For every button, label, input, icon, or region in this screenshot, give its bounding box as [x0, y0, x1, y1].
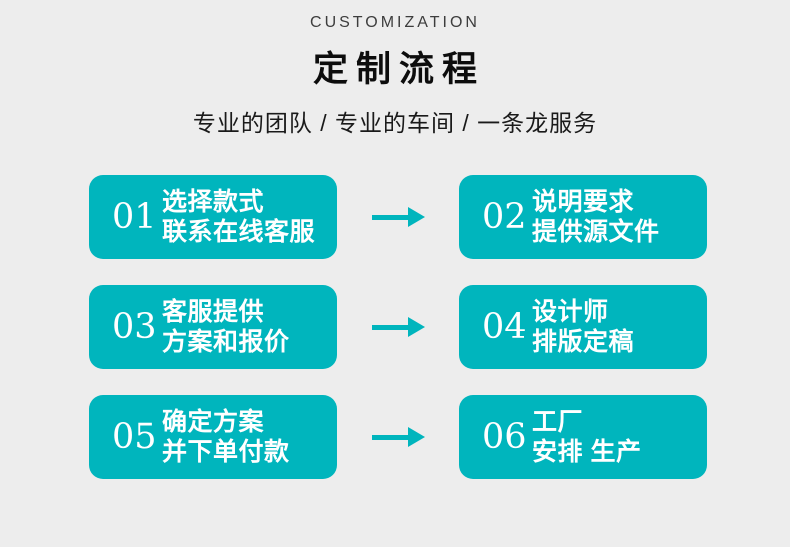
steps-row-2: 03 客服提供 方案和报价 04 设计师 排版定稿 [89, 285, 707, 369]
step-card-04: 04 设计师 排版定稿 [459, 285, 707, 369]
step-text-line2: 方案和报价 [162, 328, 290, 356]
steps-row-1: 01 选择款式 联系在线客服 02 说明要求 提供源文件 [89, 175, 707, 259]
step-text: 设计师 排版定稿 [532, 297, 634, 357]
right-arrow-icon [371, 207, 425, 227]
step-text-line1: 设计师 [532, 298, 609, 326]
section-eyebrow: CUSTOMIZATION [310, 14, 480, 31]
step-number: 03 [112, 306, 157, 347]
section-title: 定制流程 [312, 50, 485, 89]
step-number: 06 [482, 416, 527, 457]
right-arrow-icon [371, 427, 425, 447]
step-text-line1: 说明要求 [532, 188, 635, 216]
step-number: 05 [112, 416, 157, 457]
step-text-line1: 客服提供 [162, 298, 265, 326]
step-card-05: 05 确定方案 并下单付款 [89, 395, 337, 479]
step-card-01: 01 选择款式 联系在线客服 [89, 175, 337, 259]
step-text-line1: 确定方案 [162, 408, 265, 436]
step-text: 确定方案 并下单付款 [162, 407, 290, 467]
step-card-02: 02 说明要求 提供源文件 [459, 175, 707, 259]
step-text: 客服提供 方案和报价 [162, 297, 290, 357]
step-number: 04 [482, 306, 527, 347]
step-text-line1: 工厂 [532, 408, 584, 436]
step-text-line2: 排版定稿 [532, 328, 635, 356]
step-text: 选择款式 联系在线客服 [162, 187, 315, 247]
step-text-line2: 安排 生产 [532, 438, 642, 466]
step-text-line2: 联系在线客服 [162, 218, 316, 246]
step-text: 说明要求 提供源文件 [532, 187, 660, 247]
step-number: 01 [112, 196, 157, 237]
step-card-06: 06 工厂 安排 生产 [459, 395, 707, 479]
step-text-line1: 选择款式 [162, 188, 265, 216]
step-text: 工厂 安排 生产 [532, 407, 641, 467]
right-arrow-icon [371, 317, 425, 337]
step-text-line2: 并下单付款 [162, 438, 290, 466]
step-text-line2: 提供源文件 [532, 218, 660, 246]
section-subtitle: 专业的团队 / 专业的车间 / 一条龙服务 [192, 110, 598, 136]
step-card-03: 03 客服提供 方案和报价 [89, 285, 337, 369]
section-header: CUSTOMIZATION 定制流程 专业的团队 / 专业的车间 / 一条龙服务 [0, 0, 790, 138]
steps-row-3: 05 确定方案 并下单付款 06 工厂 安排 生产 [89, 395, 707, 479]
steps-grid: 01 选择款式 联系在线客服 02 说明要求 提供源文件 03 [89, 175, 707, 479]
step-number: 02 [482, 196, 527, 237]
